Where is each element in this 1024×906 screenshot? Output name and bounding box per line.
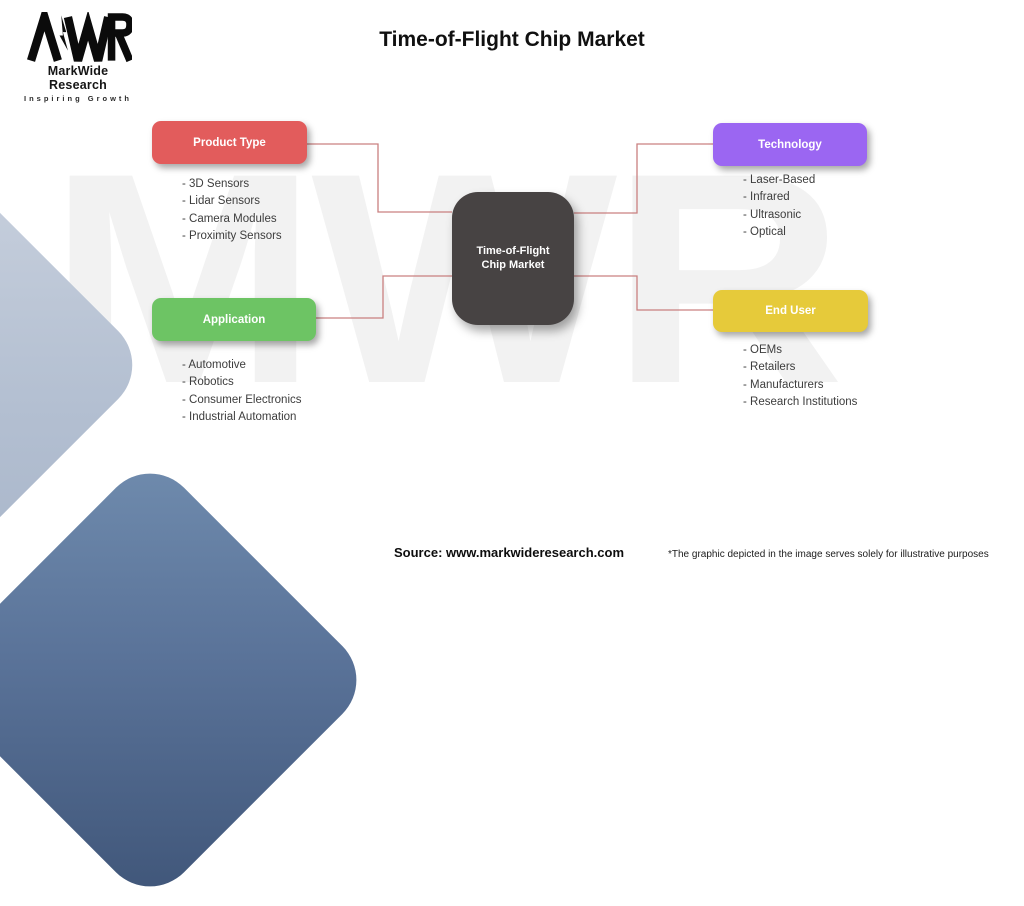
list-item: - Manufacturers [743, 378, 824, 391]
category-item-list: - Laser-Based - Infrared - Ultrasonic - Opt… [743, 172, 867, 242]
category-box: End User [713, 290, 868, 332]
list-item: - Camera Modules [182, 212, 277, 225]
disclaimer-note: *The graphic depicted in the image serve… [668, 549, 989, 560]
category-item-list: - Automotive - Robotics - Consumer Electro… [182, 357, 316, 427]
category-label: Technology [758, 138, 822, 151]
list-item: - Proximity Sensors [182, 230, 282, 243]
category-label: Application [202, 313, 266, 326]
list-item: - Ultrasonic [743, 208, 802, 221]
connector-end-user [574, 275, 713, 311]
list-item: - Research Institutions [743, 396, 858, 409]
connector-lines [307, 143, 713, 319]
connector-application [316, 275, 452, 319]
logo-tagline: Inspiring Growth [24, 94, 132, 103]
central-node: Time-of-Flight Chip Market [452, 192, 574, 325]
category-box: Application [152, 298, 316, 341]
page-title: Time-of-Flight Chip Market [379, 28, 645, 51]
list-item: - Optical [743, 226, 786, 239]
source-note: Source: www.markwideresearch.com [394, 545, 625, 560]
list-item: - Automotive [182, 359, 246, 371]
category-label: Product Type [193, 136, 266, 149]
mwr-logo-icon [27, 12, 132, 63]
category-box: Technology [713, 123, 867, 166]
logo-company-name: MarkWide Research [47, 64, 109, 92]
list-item: - Industrial Automation [182, 411, 297, 424]
category-box: Product Type [152, 121, 307, 164]
markwide-logo: MarkWide Research Inspiring Growth [18, 12, 138, 103]
list-item: - Retailers [743, 361, 796, 374]
list-item: - Infrared [743, 191, 790, 204]
list-item: - 3D Sensors [182, 178, 250, 190]
category-block-technology: Technology - Laser-Based - Infrared - Ultr… [713, 123, 867, 242]
category-item-list: - OEMs - Retailers - Manufacturers - Resear… [743, 342, 868, 412]
list-item: - Robotics [182, 376, 234, 389]
category-block-end-user: End User - OEMs - Retailers - Manufacturer… [713, 290, 868, 412]
list-item: - OEMs [743, 344, 782, 356]
category-item-list: - 3D Sensors - Lidar Sensors - Camera Modu… [182, 176, 307, 246]
category-label: End User [765, 305, 816, 317]
list-item: - Lidar Sensors [182, 195, 260, 208]
background-watermark-text: MWR [48, 110, 845, 446]
category-block-product-type: Product Type - 3D Sensors - Lidar Sensors… [152, 121, 307, 246]
central-node-label: Time-of-Flight Chip Market [476, 244, 550, 271]
list-item: - Consumer Electronics [182, 393, 302, 406]
connector-product-type [307, 143, 452, 213]
list-item: - Laser-Based [743, 174, 816, 186]
infographic-canvas: MWR MarkWide Research Inspiring Growth T… [0, 12, 989, 906]
category-block-application: Application - Automotive - Robotics - Cons… [152, 298, 316, 427]
connector-technology [574, 143, 713, 214]
